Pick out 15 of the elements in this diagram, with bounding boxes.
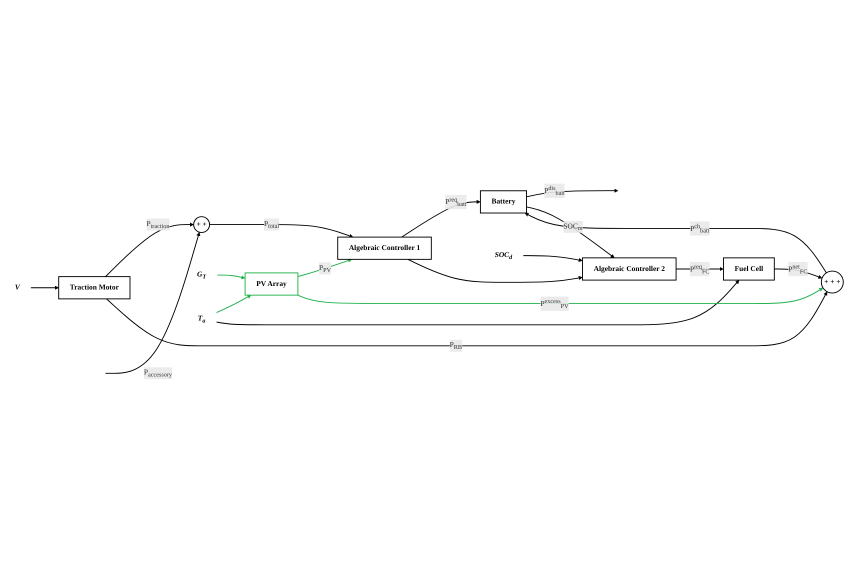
arrow: [105, 222, 194, 278]
arrow: [297, 258, 352, 278]
arrow: [526, 206, 615, 258]
arrow: [526, 188, 618, 198]
arrow: [105, 232, 200, 374]
arrow: [30, 286, 59, 290]
arrow: [401, 200, 481, 238]
arrow: [106, 292, 828, 346]
arrow: [216, 280, 740, 326]
arrow: [522, 255, 583, 262]
arrow: [407, 258, 583, 283]
arrow: [297, 288, 824, 304]
arrow: [216, 294, 252, 314]
arrow: [209, 224, 354, 238]
arrow: [216, 274, 246, 280]
